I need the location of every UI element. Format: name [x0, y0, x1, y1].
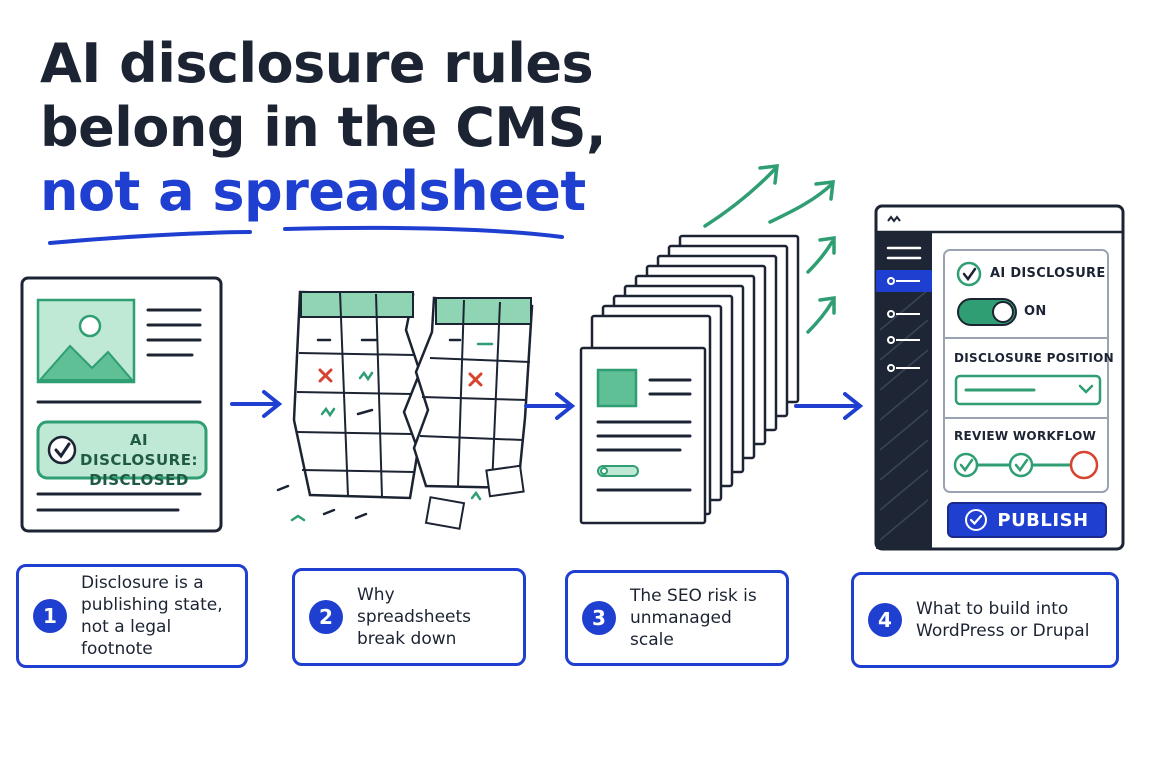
- title-underline-right: [283, 225, 564, 239]
- torn-spreadsheet: [276, 290, 534, 530]
- title-line-2: belong in the CMS,: [40, 96, 607, 159]
- window-logo-icon: [887, 215, 901, 223]
- title-line-3: not a spreadsheet: [40, 160, 586, 223]
- review-workflow-label: REVIEW WORKFLOW: [954, 429, 1097, 443]
- ai-disclosure-toggle: [957, 298, 1017, 326]
- trend-up-arrows: [703, 164, 836, 334]
- check-circle-icon: [47, 435, 77, 465]
- disclosure-note-text: AI DISCLOSURE: DISCLOSED: [74, 430, 204, 490]
- toggle-state-label: ON: [1024, 304, 1047, 319]
- disclosure-position-select: [954, 374, 1102, 406]
- check-circle-icon: [965, 509, 988, 531]
- title-line-1: AI disclosure rules: [40, 32, 594, 95]
- page-title: AI disclosure rules belong in the CMS, n…: [40, 32, 607, 224]
- step-number-badge: 4: [868, 603, 902, 637]
- hamburger-menu-icon: [886, 246, 922, 260]
- step-text: Why spreadsheets break down: [357, 585, 472, 649]
- step-text: The SEO risk is unmanaged scale: [630, 586, 757, 650]
- stacked-pages: [579, 234, 800, 525]
- step-text: What to build into WordPress or Drupal: [916, 599, 1090, 641]
- arrow-right-icon: [794, 392, 864, 420]
- error-x-icon: [318, 368, 483, 387]
- publish-button[interactable]: PUBLISH: [947, 502, 1107, 538]
- disclosure-note: [36, 420, 208, 480]
- step-card-3: 3 The SEO risk is unmanaged scale: [565, 570, 789, 666]
- disclosure-position-label: DISCLOSURE POSITION: [954, 351, 1114, 365]
- step-text: Disclosure is a publishing state, not a …: [81, 573, 223, 659]
- chevron-down-icon: [1078, 384, 1094, 394]
- sidebar-hatching: [879, 289, 929, 541]
- check-circle-icon: [956, 261, 982, 287]
- arrow-right-icon: [524, 392, 576, 420]
- article-text-lines: [36, 308, 202, 512]
- step-card-4: 4 What to build into WordPress or Drupal: [851, 572, 1119, 668]
- sidebar-items: [887, 277, 920, 372]
- scribble-marks: [290, 342, 494, 522]
- step-number-badge: 3: [582, 601, 616, 635]
- cms-window: [874, 204, 1125, 551]
- image-placeholder-icon: [36, 298, 136, 384]
- article-page: [20, 276, 223, 533]
- step-card-2: 2 Why spreadsheets break down: [292, 568, 526, 666]
- step-number-badge: 2: [309, 600, 343, 634]
- dash-marks: [276, 338, 462, 520]
- step-number-badge: 1: [33, 599, 67, 633]
- publish-label: PUBLISH: [997, 509, 1089, 531]
- title-underline-left: [48, 230, 252, 245]
- step-card-1: 1 Disclosure is a publishing state, not …: [16, 564, 248, 668]
- arrow-right-icon: [230, 390, 283, 418]
- review-workflow-steps: [953, 450, 1099, 480]
- ai-disclosure-label: AI DISCLOSURE: [990, 266, 1106, 281]
- disclosure-note-line-2: DISCLOSED: [89, 471, 189, 489]
- disclosure-note-line-1: AI DISCLOSURE:: [80, 431, 198, 469]
